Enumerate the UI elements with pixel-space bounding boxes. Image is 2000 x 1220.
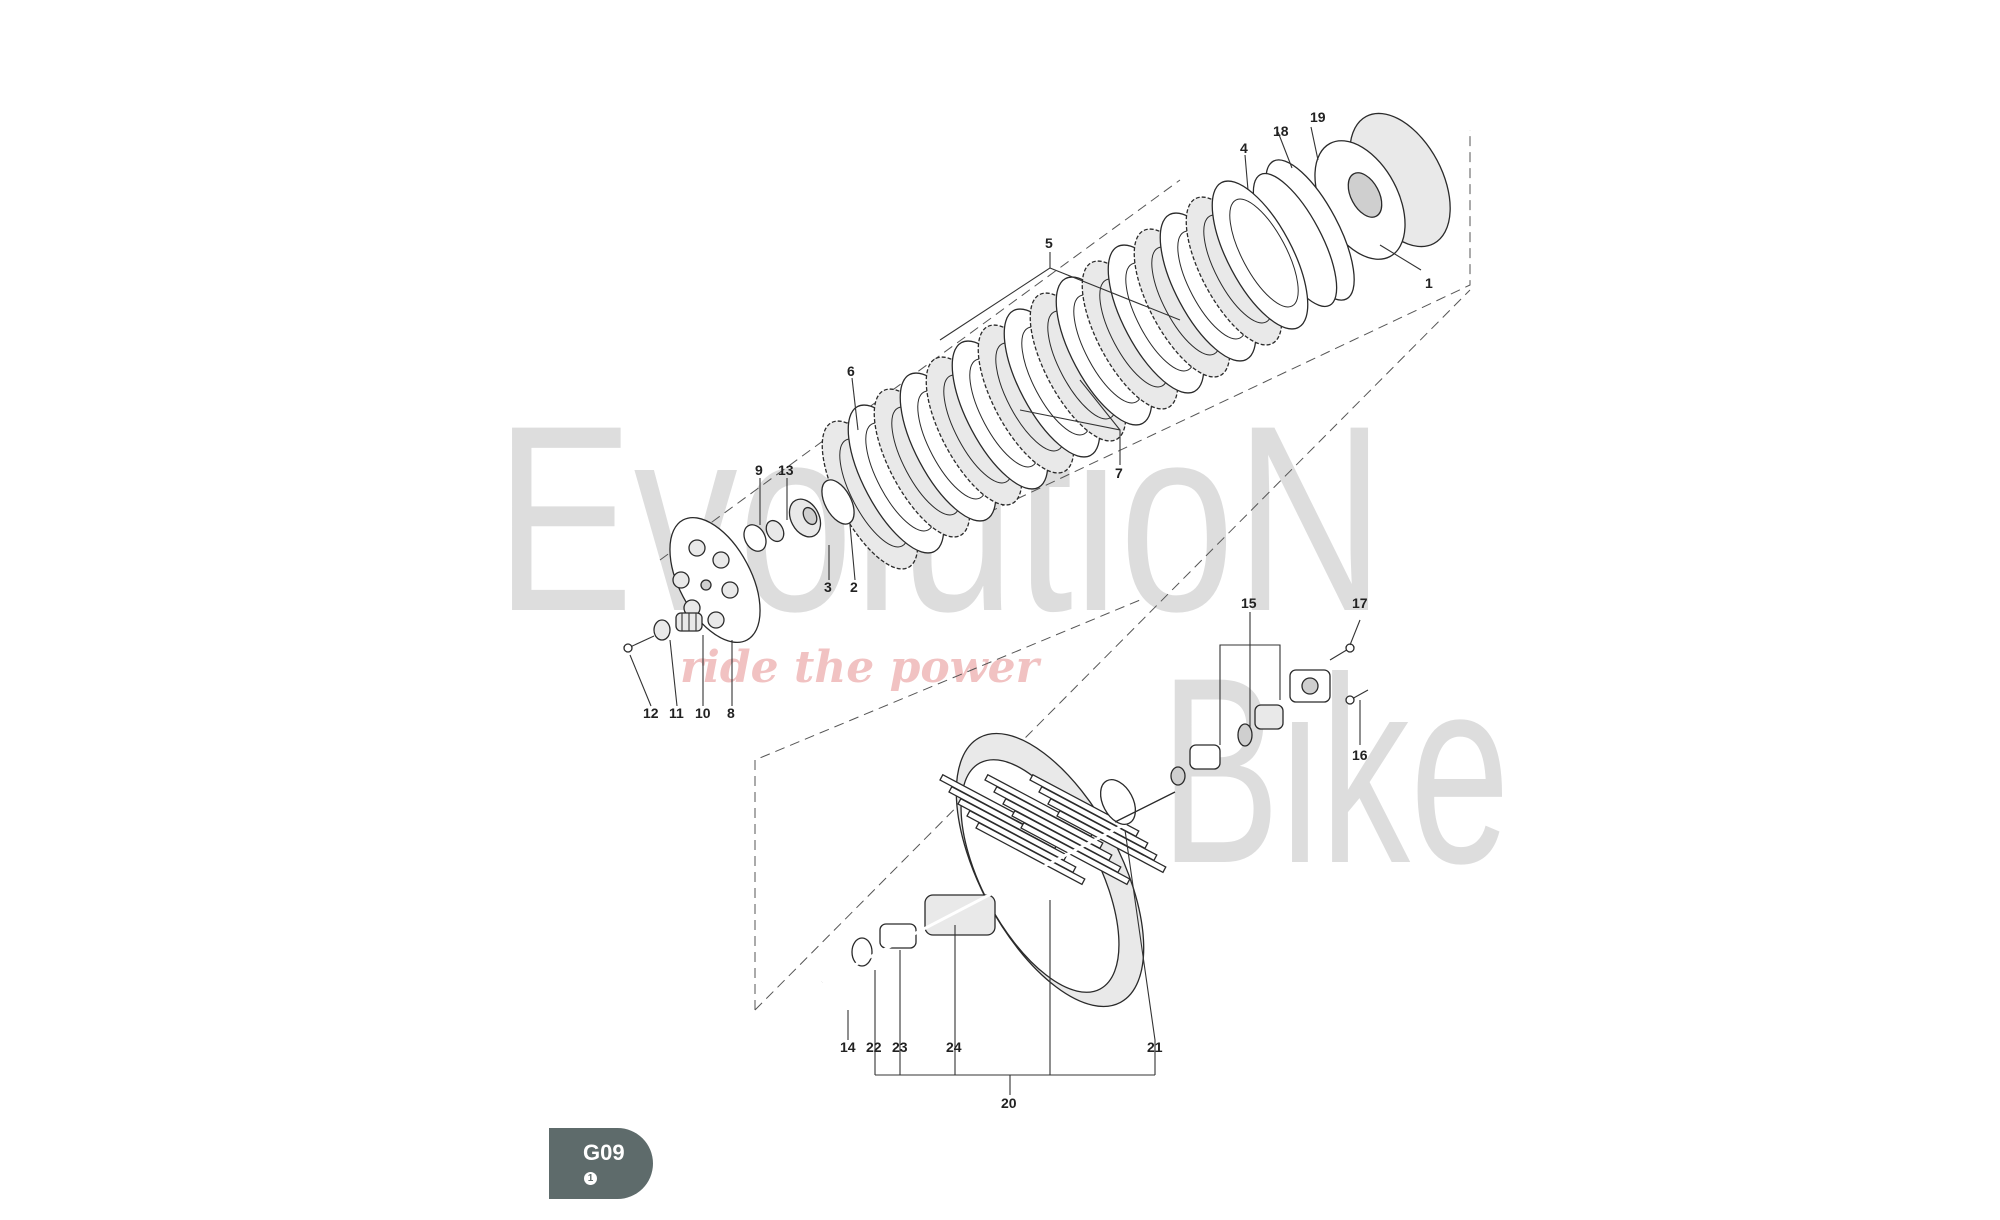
bearing-part-9 [743, 524, 767, 552]
callout-20: 20 [1001, 1095, 1017, 1111]
washer-part-2 [821, 479, 855, 525]
upper-axis-left [659, 179, 1181, 561]
pushrod-part-15 [1114, 704, 1284, 823]
callout-2: 2 [850, 579, 858, 595]
callout-13: 13 [778, 462, 794, 478]
callout-23: 23 [892, 1039, 908, 1055]
sheet-number: 1 [584, 1172, 597, 1185]
callout-labels: 1 2 3 4 5 6 7 8 9 10 11 12 13 14 15 16 1… [643, 109, 1433, 1111]
callout-4: 4 [1240, 140, 1248, 156]
callout-9: 9 [755, 462, 763, 478]
clutch-plate-stack [821, 180, 1309, 570]
watermark-tagline: ride the power [680, 642, 1042, 693]
slave-cylinder-part-15b [1289, 669, 1331, 703]
callout-14: 14 [840, 1039, 856, 1055]
callout-17: 17 [1352, 595, 1368, 611]
callout-1: 1 [1425, 275, 1433, 291]
bolt-part-12 [623, 635, 655, 653]
drum-finger [975, 821, 1086, 886]
callout-3: 3 [824, 579, 832, 595]
callout-16: 16 [1352, 747, 1368, 763]
spring-cup-part-11 [653, 619, 671, 641]
pressure-plate-part-8 [669, 516, 761, 644]
bushing-part-13 [765, 519, 785, 543]
washer-part-21b [1099, 779, 1137, 825]
inner-hub-part-24 [924, 894, 996, 936]
callout-19: 19 [1310, 109, 1326, 125]
page-badge: G09 1 [549, 1128, 653, 1199]
callout-6: 6 [847, 363, 855, 379]
page-code: G09 [583, 1140, 625, 1165]
plate-inner-ring [1229, 198, 1299, 308]
watermark-brand-2: Bike [1160, 623, 1510, 919]
spring-part-10 [675, 612, 703, 632]
drum-finger [1056, 809, 1167, 874]
thrust-piece-part-3 [788, 498, 822, 538]
upper-assembly-axis [929, 130, 1471, 541]
callout-21: 21 [1147, 1039, 1163, 1055]
lower-assembly-axis [754, 599, 1141, 1010]
callout-8: 8 [727, 705, 735, 721]
callout-15: 15 [1241, 595, 1257, 611]
clutch-drum-fingers [939, 773, 1167, 886]
bolt-part-16 [1345, 689, 1369, 705]
bushing-part-23 [879, 923, 917, 949]
callout-10: 10 [695, 705, 711, 721]
steel-plate [1211, 180, 1309, 330]
callout-5: 5 [1045, 235, 1053, 251]
callout-12: 12 [643, 705, 659, 721]
leader-lines [629, 126, 1422, 1095]
callout-24: 24 [946, 1039, 962, 1055]
callout-22: 22 [866, 1039, 882, 1055]
callout-7: 7 [1115, 465, 1123, 481]
lower-axis-right [754, 289, 1471, 1011]
shaft-part-14 [821, 804, 1161, 984]
callout-18: 18 [1273, 123, 1289, 139]
callout-11: 11 [669, 705, 684, 721]
